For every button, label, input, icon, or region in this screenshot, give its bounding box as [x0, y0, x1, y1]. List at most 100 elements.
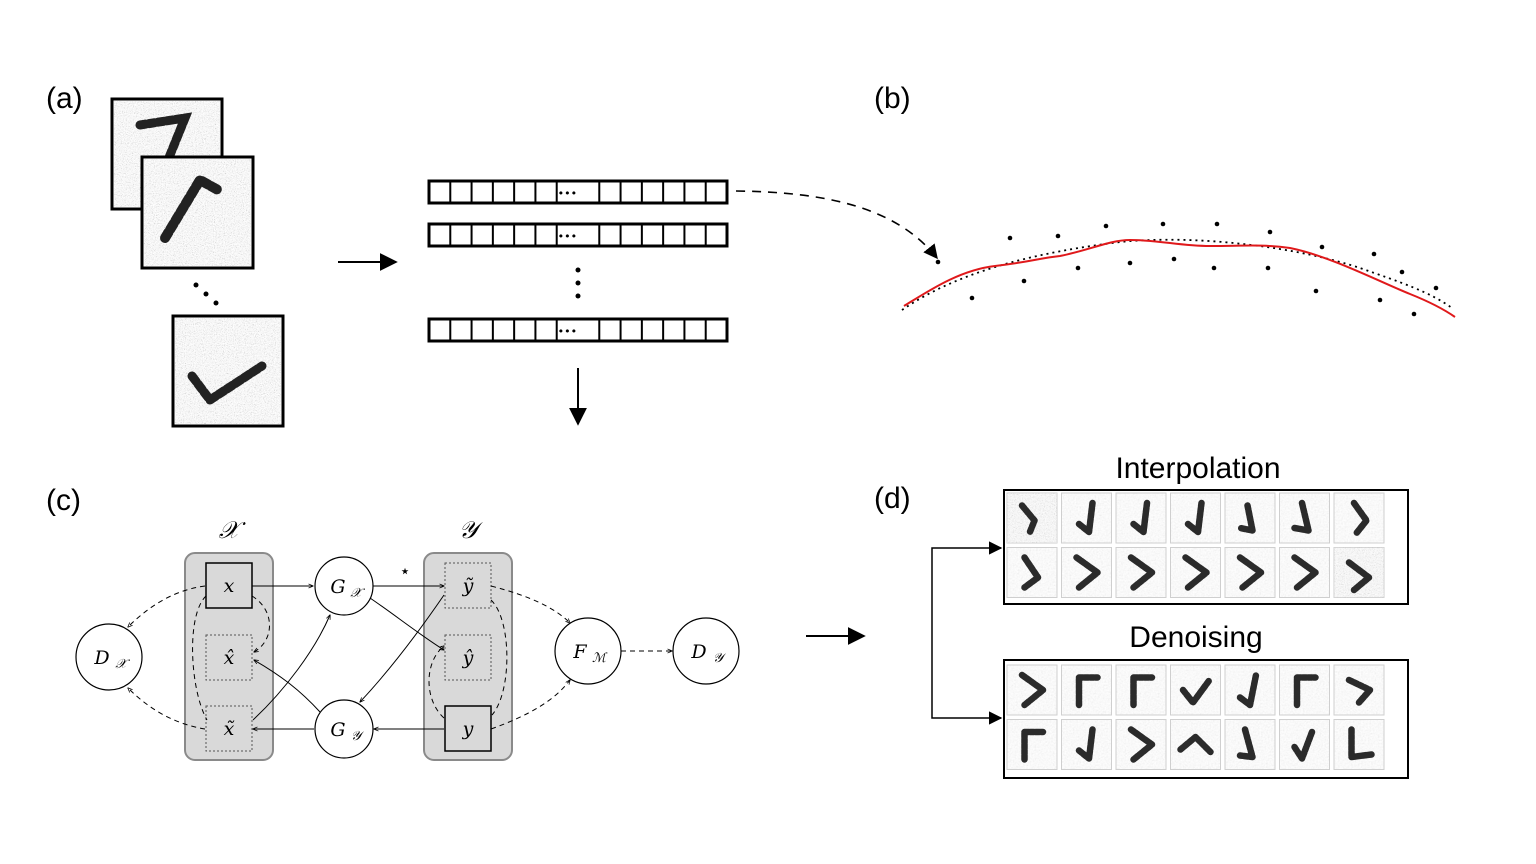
digit-tile — [1061, 547, 1112, 598]
vector-stack-vertical-dots — [575, 267, 581, 299]
node-generator-gy: G 𝒴 — [314, 699, 374, 759]
node-y-hat — [444, 634, 492, 681]
graph-edges — [128, 586, 672, 729]
sample-point — [1021, 278, 1027, 284]
digit-tile — [1170, 492, 1221, 544]
sample-point — [1103, 223, 1109, 229]
digit-tile — [1279, 719, 1330, 770]
sample-point — [1007, 235, 1013, 241]
digit-tile — [1333, 664, 1385, 716]
svg-text:G: G — [330, 576, 345, 598]
digit-tile — [1115, 492, 1167, 544]
sample-point — [1127, 260, 1133, 266]
svg-text:G: G — [330, 719, 345, 741]
digit-tile — [1279, 547, 1330, 598]
digit-tile — [1061, 719, 1112, 770]
digit-tile — [1170, 547, 1221, 598]
svg-text:ℳ: ℳ — [592, 651, 608, 666]
node-manifold-fm: F ℳ — [554, 617, 622, 685]
vector-ellipsis: ••• — [558, 230, 577, 243]
sample-point — [1377, 297, 1383, 303]
node-y-tilde — [444, 562, 492, 609]
node-x-tilde-text: x̃ — [224, 718, 235, 740]
digit-tile — [1006, 719, 1058, 770]
domain-x-label: 𝒳 — [219, 516, 247, 544]
panel-b-label: (b) — [874, 82, 911, 115]
digit-tile — [1006, 492, 1058, 544]
digit-tile — [1224, 547, 1276, 598]
denoising-grid — [1006, 664, 1385, 770]
digit-tile — [1061, 664, 1112, 716]
node-x-tilde — [205, 705, 253, 752]
sample-point — [1171, 256, 1177, 262]
sample-point — [969, 295, 975, 301]
vector-row: ••• — [427, 317, 729, 343]
vector-ellipsis: ••• — [558, 187, 577, 200]
digit-tile — [1006, 547, 1058, 598]
digit-tile — [1279, 664, 1330, 716]
sample-point — [1313, 288, 1319, 294]
ellipsis-dots-a — [193, 282, 219, 306]
node-discriminator-dy: D 𝒴 — [672, 617, 740, 685]
noisy-digit-image-3 — [171, 314, 285, 428]
flattened-vectors: ••• ••• ••• — [427, 179, 729, 343]
vector-ellipsis: ••• — [558, 325, 577, 338]
node-y-tilde-text: ỹ — [462, 575, 474, 597]
svg-text:D: D — [93, 647, 109, 669]
panel-a-label: (a) — [46, 82, 83, 115]
digit-tile — [1170, 664, 1221, 716]
digit-tile — [1115, 664, 1167, 716]
svg-text:D: D — [690, 641, 706, 663]
sample-point — [1055, 233, 1061, 239]
digit-tile — [1061, 492, 1112, 544]
digit-tile — [1279, 492, 1330, 544]
digit-tile — [1170, 719, 1221, 770]
fitted-manifold-red-curve — [903, 238, 1456, 318]
sample-point — [1399, 269, 1405, 275]
panel-c-label: (c) — [46, 484, 81, 517]
sample-point — [1211, 265, 1217, 271]
digit-tile — [1333, 719, 1385, 770]
sample-point — [1267, 229, 1273, 235]
digit-tile — [1115, 547, 1167, 598]
domain-y-label: 𝒴 — [459, 516, 484, 544]
digit-tile — [1006, 664, 1058, 716]
node-y-hat-text: ŷ — [462, 647, 474, 669]
node-x-hat — [205, 634, 253, 681]
interpolation-grid — [1006, 492, 1385, 598]
digit-tile — [1224, 664, 1276, 716]
node-y-text: y — [462, 718, 474, 740]
sample-point — [1371, 251, 1377, 257]
sample-point — [1411, 311, 1417, 317]
svg-text:F: F — [572, 641, 587, 663]
sample-point — [1433, 285, 1439, 291]
panel-d-label: (d) — [874, 482, 911, 515]
digit-tile — [1333, 547, 1385, 598]
vector-row: ••• — [427, 179, 729, 205]
bracket-arrows — [931, 541, 1003, 725]
digit-tile — [1115, 719, 1167, 770]
interpolation-title: Interpolation — [1115, 452, 1280, 485]
sample-point — [1160, 221, 1166, 227]
denoising-title: Denoising — [1129, 621, 1262, 654]
vector-row: ••• — [427, 222, 729, 248]
sample-point — [1075, 265, 1081, 271]
star-marker: ⋆ — [399, 561, 410, 582]
digit-tile — [1333, 492, 1385, 544]
node-x — [205, 562, 253, 609]
digit-tile — [1224, 719, 1276, 770]
sample-point — [1214, 221, 1220, 227]
true-manifold-dotted-curve — [901, 238, 1453, 311]
digit-tile — [1224, 492, 1276, 544]
node-generator-gx: G 𝒳 — [314, 556, 374, 616]
node-discriminator-dx: D 𝒳 — [75, 623, 143, 691]
sample-points — [935, 221, 1439, 317]
noisy-digit-image-2 — [140, 155, 255, 270]
sample-point — [1319, 244, 1325, 250]
node-x-text: x — [224, 575, 235, 597]
sample-point — [1265, 265, 1271, 271]
node-x-hat-text: x̂ — [224, 647, 235, 669]
sample-point — [935, 259, 941, 265]
dashed-arrow-to-manifold — [735, 190, 938, 260]
